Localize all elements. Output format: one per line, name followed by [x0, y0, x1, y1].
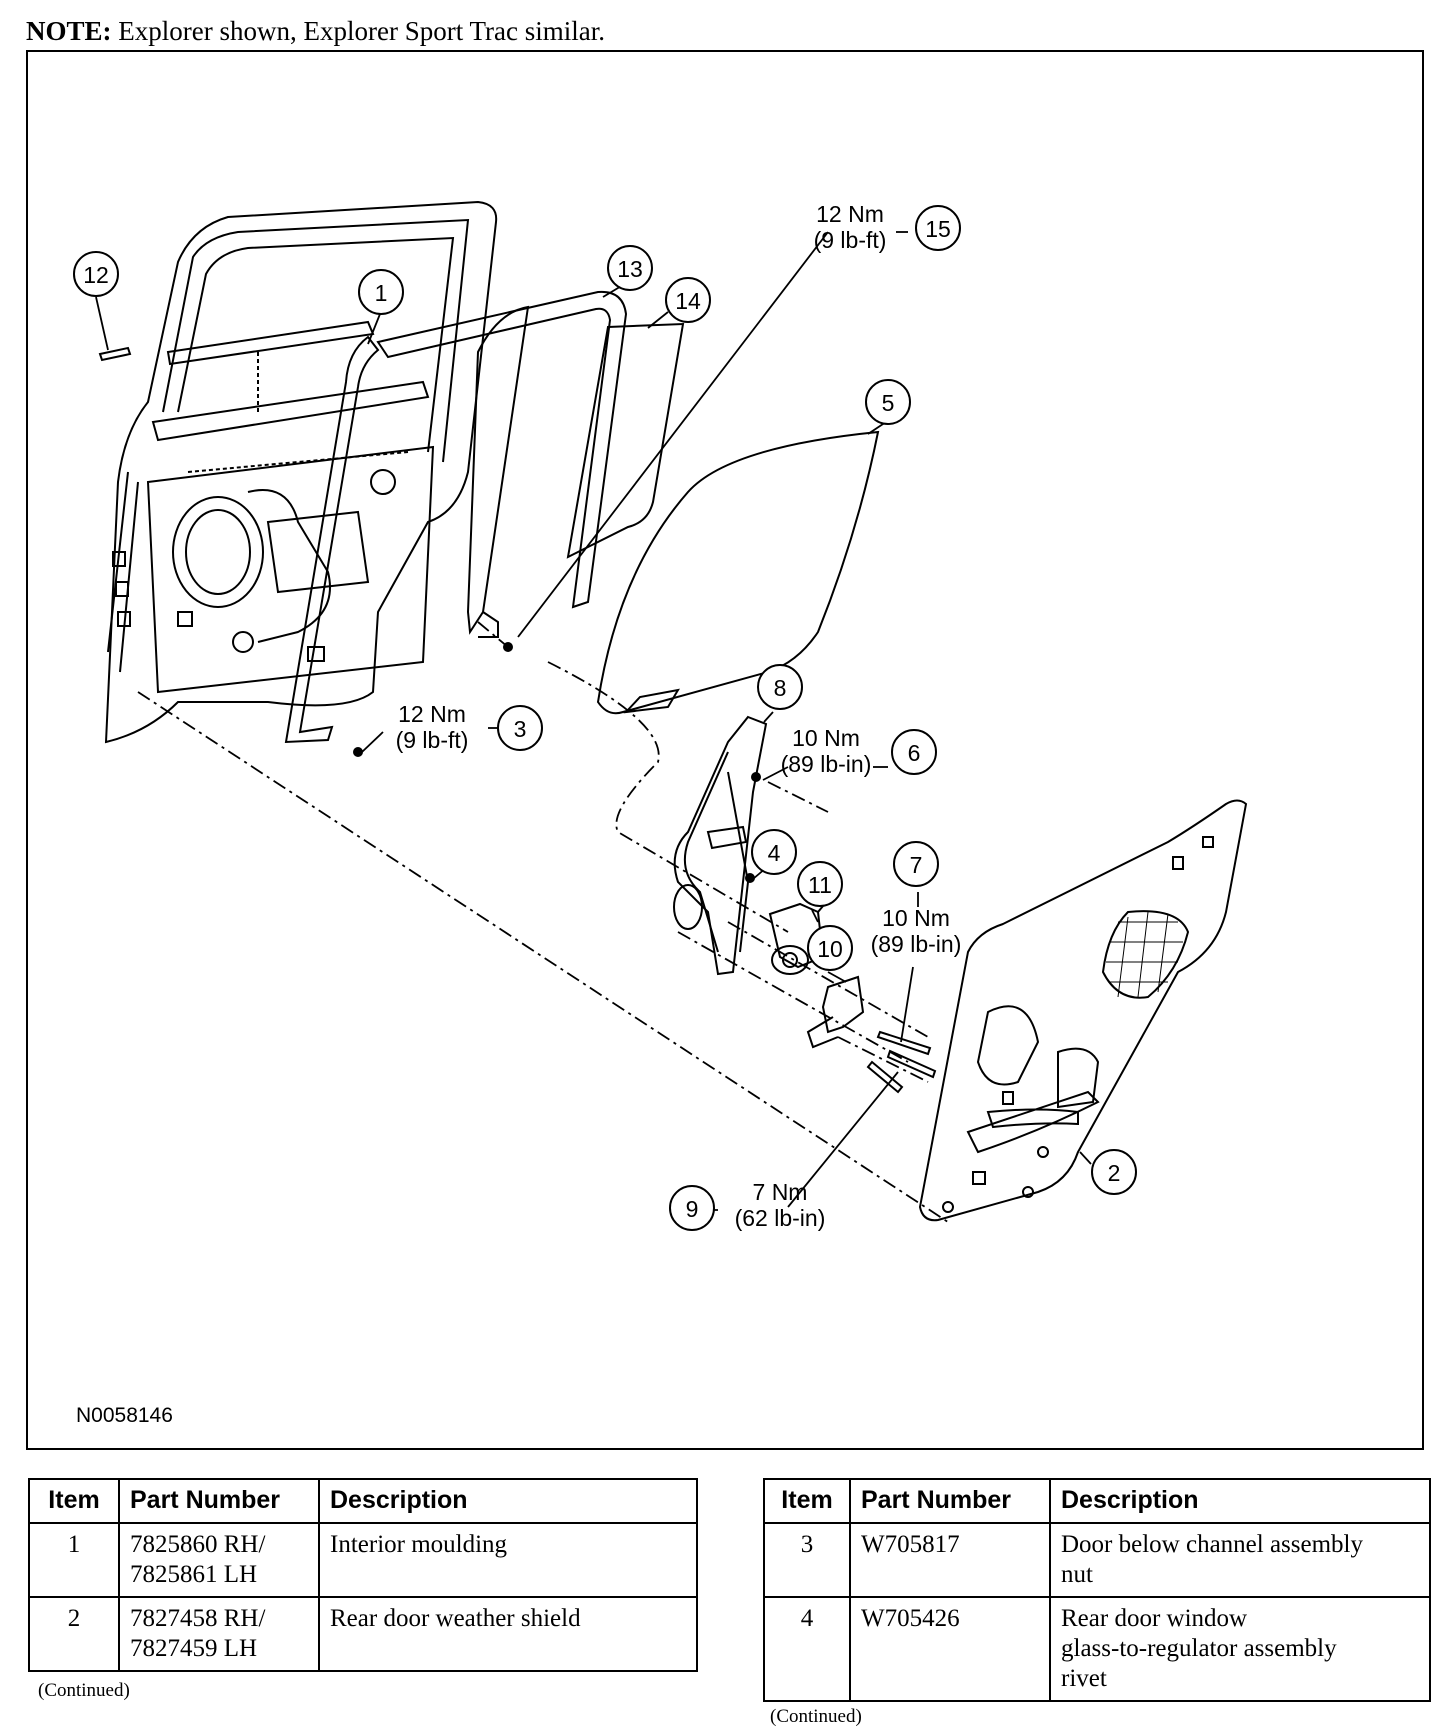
row-item: 4 [763, 1596, 851, 1702]
figure-id: N0058146 [76, 1404, 173, 1427]
table-row: 1 7825860 RH/7825861 LH Interior mouldin… [28, 1522, 698, 1598]
torque-3-lb: (9 lb-ft) [396, 727, 469, 753]
callout-14: 14 [675, 288, 701, 314]
door-glass-5 [596, 430, 880, 715]
callout-1: 1 [375, 280, 388, 306]
row-item: 1 [28, 1522, 120, 1598]
callout-circle-3 [497, 705, 543, 751]
note-line: NOTE: Explorer shown, Explorer Sport Tra… [26, 16, 605, 47]
callout-circle-2 [1091, 1149, 1137, 1195]
table-row: 2 7827458 RH/7827459 LH Rear door weathe… [28, 1596, 698, 1672]
callout-5: 5 [882, 390, 895, 416]
torque-6-lb: (89 lb-in) [781, 751, 872, 777]
note-label: NOTE: [26, 16, 112, 46]
callout-circle-11 [797, 861, 843, 907]
callout-13: 13 [617, 256, 643, 282]
callout-circle-5 [865, 379, 911, 425]
callout-7: 7 [910, 852, 923, 878]
row-description: Interior moulding [318, 1522, 698, 1598]
callout-12: 12 [83, 262, 109, 288]
header-description: Description [318, 1478, 698, 1524]
callout-circle-4 [751, 829, 797, 875]
row-description: Rear door weather shield [318, 1596, 698, 1672]
row-part-number: 7825860 RH/7825861 LH [118, 1522, 320, 1598]
header-item: Item [28, 1478, 120, 1524]
continued-right: (Continued) [770, 1706, 862, 1727]
callout-15: 15 [925, 216, 951, 242]
callout-6: 6 [908, 740, 921, 766]
door-frame [104, 200, 498, 744]
row-part-number: 7827458 RH/7827459 LH [118, 1596, 320, 1672]
callout-circle-14 [665, 277, 711, 323]
header-part-number: Part Number [849, 1478, 1051, 1524]
continued-left: (Continued) [38, 1680, 130, 1701]
callout-circle-7 [893, 841, 939, 887]
table-header-row: Item Part Number Description [28, 1478, 698, 1524]
torque-15-nm: 12 Nm [816, 201, 884, 227]
callout-circle-9 [669, 1185, 715, 1231]
torque-7-nm: 10 Nm [882, 905, 950, 931]
table-header-row: Item Part Number Description [763, 1478, 1431, 1524]
row-part-number: W705817 [849, 1522, 1051, 1598]
clip-part-12 [98, 346, 132, 362]
callout-9: 9 [686, 1196, 699, 1222]
header-part-number: Part Number [118, 1478, 320, 1524]
callout-11: 11 [808, 872, 832, 898]
interior-moulding-1 [284, 335, 380, 744]
weather-shield-2 [918, 799, 1248, 1222]
callout-10: 10 [817, 936, 843, 962]
header-item: Item [763, 1478, 851, 1524]
window-regulator-8 [673, 715, 768, 976]
note-text: Explorer shown, Explorer Sport Trac simi… [111, 16, 605, 46]
exploded-door-diagram: 12 1 13 14 15 5 3 8 6 4 11 7 10 2 9 12 N… [73, 200, 1248, 1231]
callout-3: 3 [514, 716, 527, 742]
torque-6-nm: 10 Nm [792, 725, 860, 751]
row-item: 2 [28, 1596, 120, 1672]
callout-circle-13 [607, 245, 653, 291]
callout-circle-12 [73, 251, 119, 297]
callout-2: 2 [1108, 1160, 1121, 1186]
callout-circle-1 [358, 269, 404, 315]
torque-15-lb: (9 lb-ft) [814, 227, 887, 253]
callout-circle-15 [915, 205, 961, 251]
bracket-10 [821, 975, 865, 1034]
callout-circle-10 [807, 925, 853, 971]
parts-table-right: Item Part Number Description 3 W705817 D… [763, 1478, 1431, 1702]
row-item: 3 [763, 1522, 851, 1598]
torque-7-lb: (89 lb-in) [871, 931, 962, 957]
torque-9-lb: (62 lb-in) [735, 1205, 826, 1231]
torque-9-nm: 7 Nm [753, 1179, 808, 1205]
parts-table-left: Item Part Number Description 1 7825860 R… [28, 1478, 698, 1672]
callout-circle-6 [891, 729, 937, 775]
callout-4: 4 [768, 840, 781, 866]
fixed-glass-14 [566, 322, 685, 559]
exploded-view-figure: 12 1 13 14 15 5 3 8 6 4 11 7 10 2 9 12 N… [26, 50, 1424, 1450]
callout-8: 8 [774, 675, 787, 701]
row-part-number: W705426 [849, 1596, 1051, 1702]
torque-3-nm: 12 Nm [398, 701, 466, 727]
callout-circle-8 [757, 664, 803, 710]
header-description: Description [1049, 1478, 1431, 1524]
